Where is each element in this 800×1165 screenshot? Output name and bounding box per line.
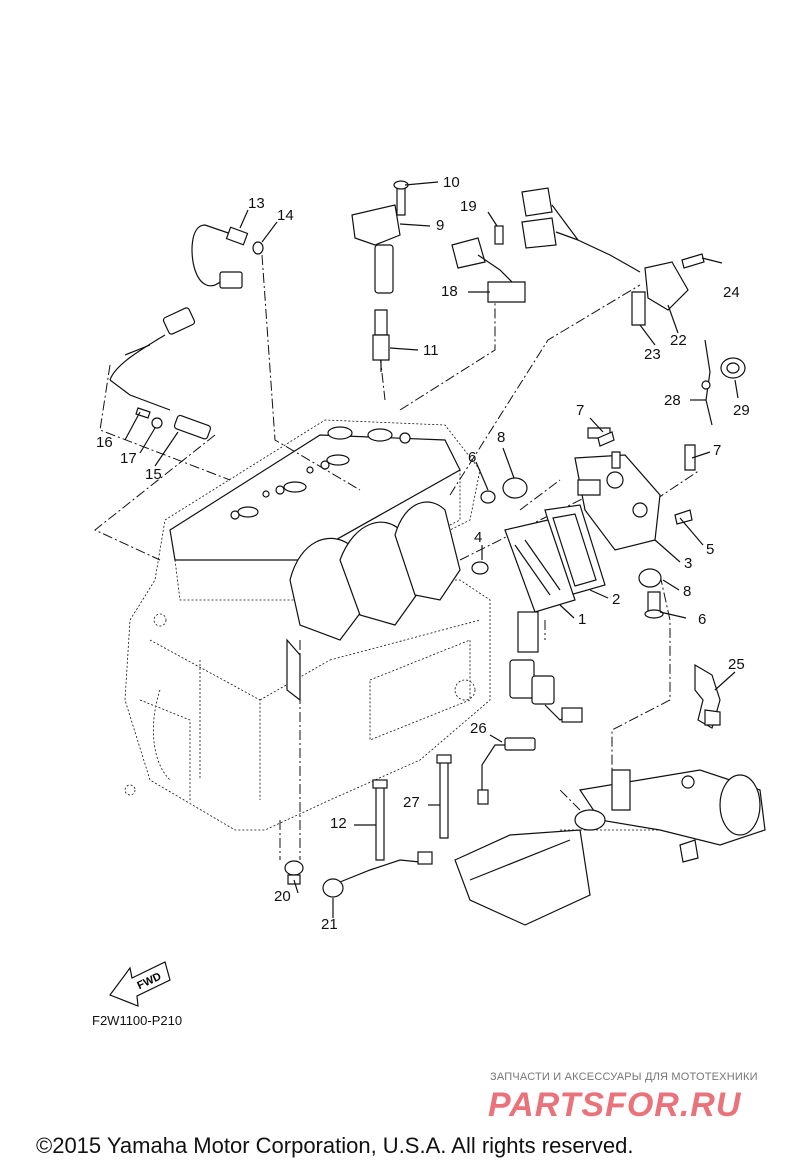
callout-6a: 6: [468, 449, 477, 466]
bracket-3: [574, 427, 696, 551]
callout-22: 22: [670, 332, 687, 349]
ignition-coil-9: [351, 180, 409, 294]
callout-29: 29: [733, 402, 750, 419]
callout-14: 14: [277, 207, 294, 224]
callout-3: 3: [684, 555, 693, 572]
gasket-2: [544, 504, 606, 596]
fwd-arrow: FWD: [109, 961, 171, 1007]
cable-ties: [372, 754, 452, 861]
callout-26: 26: [470, 720, 487, 737]
callout-1: 1: [578, 611, 587, 628]
ecu-1: [504, 519, 583, 723]
callout-28: 28: [664, 392, 681, 409]
callout-25: 25: [728, 656, 745, 673]
diagram-code: F2W1100-P210: [92, 1013, 183, 1028]
callout-24: 24: [723, 284, 740, 301]
callout-6b: 6: [698, 611, 707, 628]
clip-28: [701, 339, 746, 426]
callout-20: 20: [274, 888, 291, 905]
callout-8b: 8: [683, 583, 692, 600]
callout-13: 13: [248, 195, 265, 212]
callout-8a: 8: [497, 429, 506, 446]
watermark-logo: PARTSFOR.RU: [488, 1086, 742, 1124]
callout-10: 10: [443, 174, 460, 191]
callout-11: 11: [423, 342, 439, 359]
callout-21: 21: [321, 916, 338, 933]
watermark-tagline: ЗАПЧАСТИ И АКСЕССУАРЫ ДЛЯ МОТОТЕХНИКИ: [490, 1071, 758, 1083]
callout-9: 9: [436, 217, 445, 234]
harness-22: [521, 187, 705, 326]
callout-leaders: [124, 181, 739, 918]
callout-7b: 7: [713, 442, 722, 459]
sensor-assembly-13: [191, 224, 264, 289]
spark-plug-11: [372, 309, 390, 372]
intake-manifold: [454, 769, 766, 926]
callout-17: 17: [120, 450, 137, 467]
callout-15: 15: [145, 466, 162, 483]
callout-12: 12: [330, 815, 347, 832]
sensor-18: [451, 225, 526, 303]
clamp-25: [694, 663, 721, 729]
callout-27: 27: [403, 794, 420, 811]
callout-2: 2: [612, 591, 621, 608]
callout-5: 5: [706, 541, 715, 558]
callout-23: 23: [644, 346, 661, 363]
sensor-20-21: [284, 851, 433, 898]
copyright-notice: ©2015 Yamaha Motor Corporation, U.S.A. A…: [36, 1133, 634, 1158]
callout-4: 4: [474, 529, 483, 546]
callout-19: 19: [460, 198, 477, 215]
sensor-26: [477, 737, 536, 805]
callout-16: 16: [96, 434, 113, 451]
fasteners: [471, 431, 664, 619]
sensor-assembly-15: [109, 307, 212, 440]
engine-block: [124, 419, 491, 831]
callout-7a: 7: [576, 402, 585, 419]
callout-18: 18: [441, 283, 458, 300]
